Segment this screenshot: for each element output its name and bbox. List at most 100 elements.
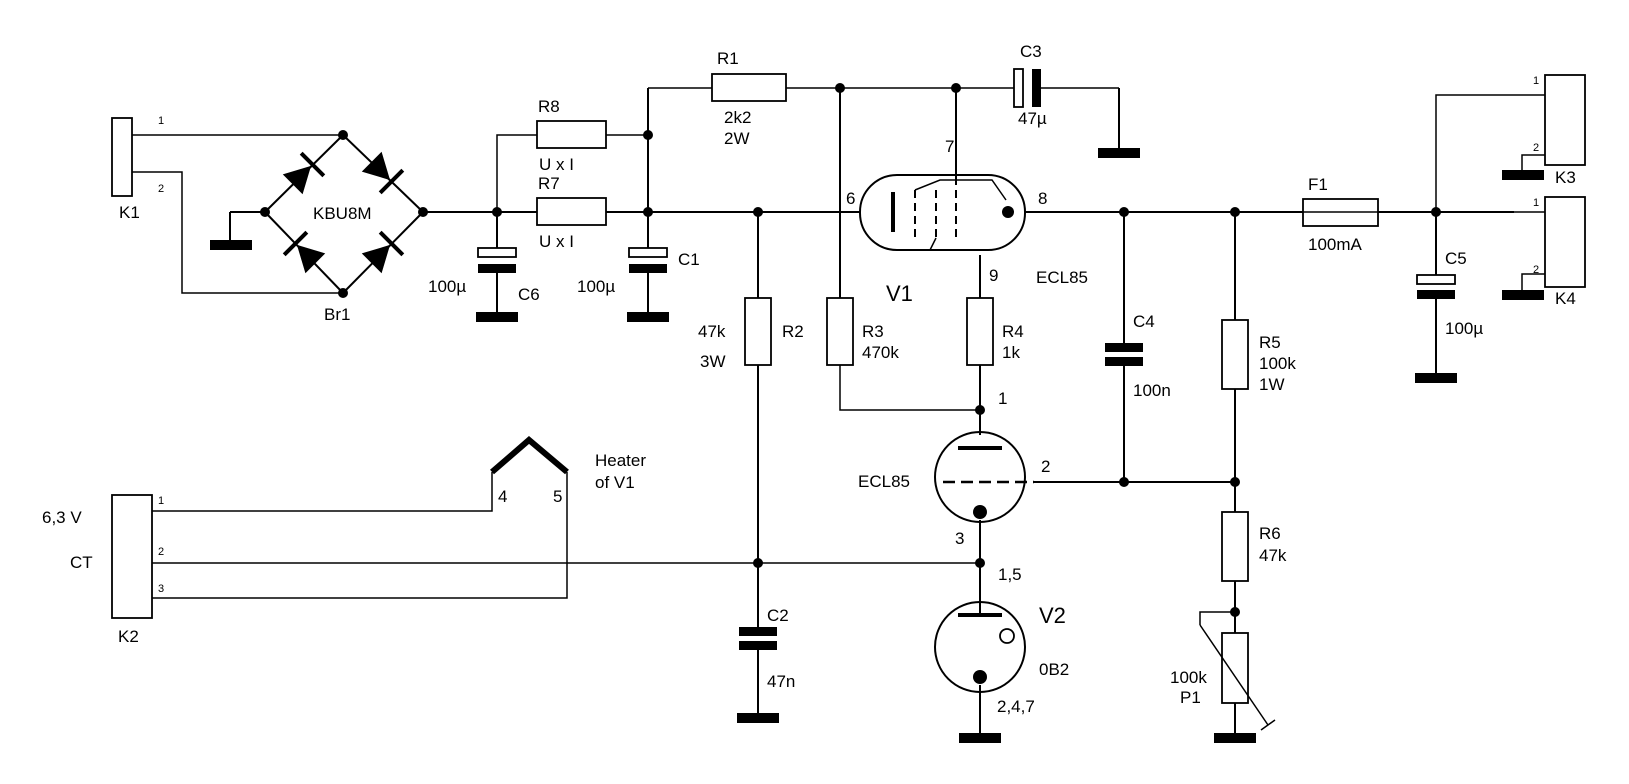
k1-pin2-label: 2 — [158, 183, 164, 195]
wires — [132, 87, 1545, 733]
r1-rating: 2W — [724, 129, 750, 148]
connector-k1: 1 2 K1 — [111, 115, 164, 222]
heater-pin-b: 5 — [553, 487, 562, 506]
junction-dots — [260, 83, 1441, 617]
r2-rating: 3W — [700, 352, 726, 371]
v1-pin-cathode: 9 — [989, 266, 998, 285]
fuse-f1: F1 100mA — [1302, 175, 1379, 254]
k2-voltage-note: 6,3 V — [42, 508, 82, 527]
potentiometer-p1: 100k P1 — [1170, 624, 1276, 731]
connector-k3: 1 2 K3 — [1533, 74, 1586, 187]
k3-pin2-label: 2 — [1533, 142, 1539, 154]
r6-ref: R6 — [1259, 524, 1281, 543]
triode-pin-grid: 2 — [1041, 457, 1050, 476]
r8-ref: R8 — [538, 97, 560, 116]
r4-ref: R4 — [1002, 322, 1024, 341]
diode-d1 — [282, 151, 326, 195]
k4-pin2-label: 2 — [1533, 264, 1539, 276]
c5-value: 100µ — [1445, 319, 1483, 338]
c1-ref: C1 — [678, 250, 700, 269]
c6-value: 100µ — [428, 277, 466, 296]
c2-ref: C2 — [767, 606, 789, 625]
resistor-r1: R1 2k2 2W — [711, 49, 787, 148]
v2-type: 0B2 — [1039, 660, 1069, 679]
k3-ref: K3 — [1555, 168, 1576, 187]
connector-k2: 1 2 3 6,3 V CT K2 — [42, 494, 164, 646]
tube-v2-0b2: 1,5 V2 0B2 2,4,7 — [934, 565, 1069, 716]
k1-pin1-label: 1 — [158, 115, 164, 127]
triode-pin-anode: 1 — [998, 389, 1007, 408]
diode-d2 — [361, 151, 405, 195]
c3-value: 47µ — [1018, 109, 1047, 128]
r1-value: 2k2 — [724, 108, 751, 127]
c2-value: 47n — [767, 672, 795, 691]
resistor-r3: R3 470k — [826, 297, 899, 366]
k1-ref: K1 — [119, 203, 140, 222]
r7-ref: R7 — [538, 174, 560, 193]
c3-ref: C3 — [1020, 42, 1042, 61]
c5-ref: C5 — [1445, 249, 1467, 268]
r5-rating: 1W — [1259, 375, 1285, 394]
heater-label-1: Heater — [595, 451, 646, 470]
r5-value: 100k — [1259, 354, 1296, 373]
r3-ref: R3 — [862, 322, 884, 341]
ground-symbols — [210, 148, 1544, 743]
f1-value: 100mA — [1308, 235, 1363, 254]
capacitor-c4: C4 100n — [1105, 312, 1171, 400]
r2-ref: R2 — [782, 322, 804, 341]
v1-pin-g2: 7 — [945, 137, 954, 156]
resistor-r4: R4 1k — [966, 297, 1024, 366]
k4-pin1-label: 1 — [1533, 197, 1539, 209]
c4-ref: C4 — [1133, 312, 1155, 331]
heater-pin-a: 4 — [498, 487, 507, 506]
connector-k4: 1 2 K4 — [1533, 196, 1586, 308]
r4-value: 1k — [1002, 343, 1020, 362]
c6-ref: C6 — [518, 285, 540, 304]
k2-pin2-label: 2 — [158, 546, 164, 558]
resistor-r6: R6 47k — [1221, 511, 1287, 582]
r7-value: U x I — [539, 232, 574, 251]
bridge-ref: Br1 — [324, 305, 350, 324]
capacitor-c6: 100µ C6 — [428, 247, 540, 304]
capacitor-c1: 100µ C1 — [577, 247, 700, 296]
k2-pin3-label: 3 — [158, 583, 164, 595]
v2-pin-cathode: 2,4,7 — [997, 697, 1035, 716]
resistor-r2: R2 47k 3W — [698, 297, 804, 371]
heater-label-2: of V1 — [595, 473, 635, 492]
v2-pin-anode: 1,5 — [998, 565, 1022, 584]
k2-pin1-label: 1 — [158, 495, 164, 507]
tube-v1-triode: 1 2 3 ECL85 — [858, 389, 1050, 548]
r8-value: U x I — [539, 155, 574, 174]
diode-d3 — [282, 230, 326, 274]
diode-d4 — [361, 230, 405, 274]
k4-ref: K4 — [1555, 289, 1576, 308]
bridge-part: KBU8M — [313, 204, 372, 223]
capacitor-c3: C3 47µ — [1013, 42, 1047, 128]
r2-value: 47k — [698, 322, 726, 341]
p1-value: 100k — [1170, 668, 1207, 687]
capacitor-c5: C5 100µ — [1416, 249, 1483, 338]
triode-pin-cathode: 3 — [955, 529, 964, 548]
triode-type: ECL85 — [858, 472, 910, 491]
v1-pin-anode: 8 — [1038, 189, 1047, 208]
c1-value: 100µ — [577, 277, 615, 296]
r3-value: 470k — [862, 343, 899, 362]
capacitor-c2: C2 47n — [739, 606, 795, 691]
resistor-r8: R8 U x I — [536, 97, 607, 174]
p1-ref: P1 — [1180, 688, 1201, 707]
bridge-rectifier-br1: KBU8M Br1 — [264, 134, 424, 324]
c4-value: 100n — [1133, 381, 1171, 400]
r6-value: 47k — [1259, 546, 1287, 565]
heater-v1: 4 5 Heater of V1 — [490, 436, 646, 506]
v1-pin-grid: 6 — [846, 189, 855, 208]
v2-ref: V2 — [1039, 603, 1066, 628]
f1-ref: F1 — [1308, 175, 1328, 194]
resistor-r5: R5 100k 1W — [1221, 319, 1296, 394]
k2-ref: K2 — [118, 627, 139, 646]
r5-ref: R5 — [1259, 333, 1281, 352]
r1-ref: R1 — [717, 49, 739, 68]
tube-v1-pentode: 7 6 8 9 V1 ECL85 — [846, 137, 1088, 306]
k2-ct-note: CT — [70, 553, 93, 572]
v1-ref: V1 — [886, 281, 913, 306]
